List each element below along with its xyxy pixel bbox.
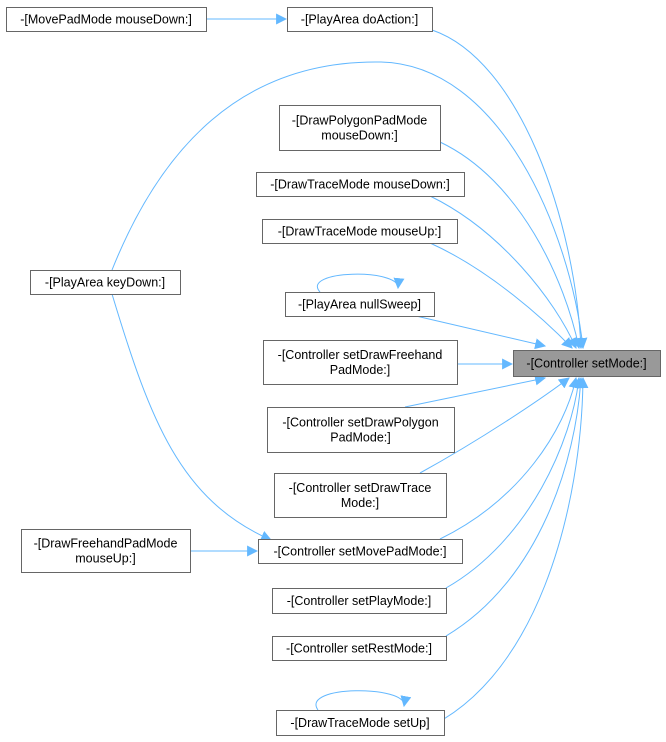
node-drawtrace-mousedown[interactable]: -[DrawTraceMode mouseDown:]	[256, 172, 465, 197]
node-playarea-doaction[interactable]: -[PlayArea doAction:]	[287, 7, 433, 32]
node-box	[272, 636, 447, 661]
node-box	[6, 7, 207, 32]
node-box	[285, 292, 435, 317]
edge-ctrl-setplay-to-ctrl-setmode	[445, 376, 584, 589]
node-label: -[PlayArea doAction:]	[301, 13, 418, 27]
node-label: -[DrawTraceMode mouseDown:]	[270, 178, 449, 192]
node-playarea-nullsweep[interactable]: -[PlayArea nullSweep]	[285, 292, 435, 317]
node-box	[258, 539, 463, 564]
node-label: -[DrawTraceMode setUp]	[290, 716, 429, 730]
node-drawtrace-setup[interactable]: -[DrawTraceMode setUp]	[276, 710, 445, 736]
node-label: mouseUp:]	[75, 552, 135, 566]
node-label: -[Controller setDrawTrace	[289, 481, 432, 495]
node-drawtrace-mouseup[interactable]: -[DrawTraceMode mouseUp:]	[262, 219, 458, 244]
edge-drawtrace-setup-to-ctrl-setmode	[409, 376, 589, 736]
node-ctrl-setmode[interactable]: -[Controller setMode:]	[513, 350, 661, 377]
node-label: PadMode:]	[330, 431, 390, 445]
edge-playarea-doaction-to-ctrl-setmode	[431, 29, 587, 350]
node-label: -[Controller setPlayMode:]	[287, 594, 432, 608]
node-label: -[DrawFreehandPadMode	[34, 537, 178, 551]
edge-ctrl-setdrawtrace-to-ctrl-setmode	[419, 377, 570, 474]
node-label: -[MovePadMode mouseDown:]	[20, 13, 192, 27]
nodes: -[MovePadMode mouseDown:] -[PlayArea doAc…	[6, 7, 661, 736]
node-box	[21, 529, 191, 573]
node-box	[279, 105, 441, 151]
edge-drawpolygon-mousedown-to-ctrl-setmode	[439, 141, 583, 350]
edge-ctrl-setmovepad-to-ctrl-setmode	[439, 376, 580, 540]
node-box	[287, 7, 433, 32]
edge-ctrl-setrest-to-ctrl-setmode	[445, 376, 586, 637]
edge-drawtrace-mouseup-to-ctrl-setmode	[429, 242, 573, 349]
node-label: -[DrawTraceMode mouseUp:]	[278, 225, 441, 239]
node-label: mouseDown:]	[321, 129, 397, 143]
node-label: -[Controller setDrawPolygon	[282, 416, 438, 430]
node-box	[30, 270, 181, 295]
node-box	[513, 350, 661, 377]
node-label: -[Controller setMovePadMode:]	[274, 545, 447, 559]
node-playarea-keydown[interactable]: -[PlayArea keyDown:]	[30, 270, 181, 295]
node-box	[272, 588, 447, 614]
node-label: -[DrawPolygonPadMode	[292, 114, 428, 128]
edge-drawtrace-setup-to-drawtrace-setup	[315, 690, 412, 711]
edge-ctrl-setdrawpolygon-to-ctrl-setmode	[404, 374, 547, 408]
node-ctrl-setmovepad[interactable]: -[Controller setMovePadMode:]	[258, 539, 463, 564]
node-box	[274, 473, 447, 518]
node-box	[262, 219, 458, 244]
edge-playarea-keydown-to-ctrl-setmovepad	[111, 293, 273, 542]
node-label: -[Controller setDrawFreehand	[278, 348, 443, 362]
edge-drawtrace-mousedown-to-ctrl-setmode	[429, 195, 578, 350]
node-box	[263, 340, 458, 385]
node-box	[267, 407, 455, 453]
node-ctrl-setplay[interactable]: -[Controller setPlayMode:]	[272, 588, 447, 614]
edges	[111, 13, 589, 736]
node-label: -[Controller setMode:]	[526, 357, 646, 371]
edge-playarea-nullsweep-to-playarea-nullsweep	[316, 273, 405, 293]
edge-playarea-nullsweep-to-ctrl-setmode	[415, 315, 547, 350]
node-movepad-mousedown[interactable]: -[MovePadMode mouseDown:]	[6, 7, 207, 32]
node-box	[276, 710, 445, 736]
node-label: -[PlayArea keyDown:]	[45, 276, 165, 290]
node-label: Mode:]	[341, 496, 379, 510]
node-label: -[Controller setRestMode:]	[286, 642, 432, 656]
node-ctrl-setrest[interactable]: -[Controller setRestMode:]	[272, 636, 447, 661]
node-box	[256, 172, 465, 197]
node-label: -[PlayArea nullSweep]	[298, 298, 421, 312]
node-label: PadMode:]	[330, 363, 390, 377]
edge-playarea-keydown-to-ctrl-setmode	[111, 61, 588, 350]
